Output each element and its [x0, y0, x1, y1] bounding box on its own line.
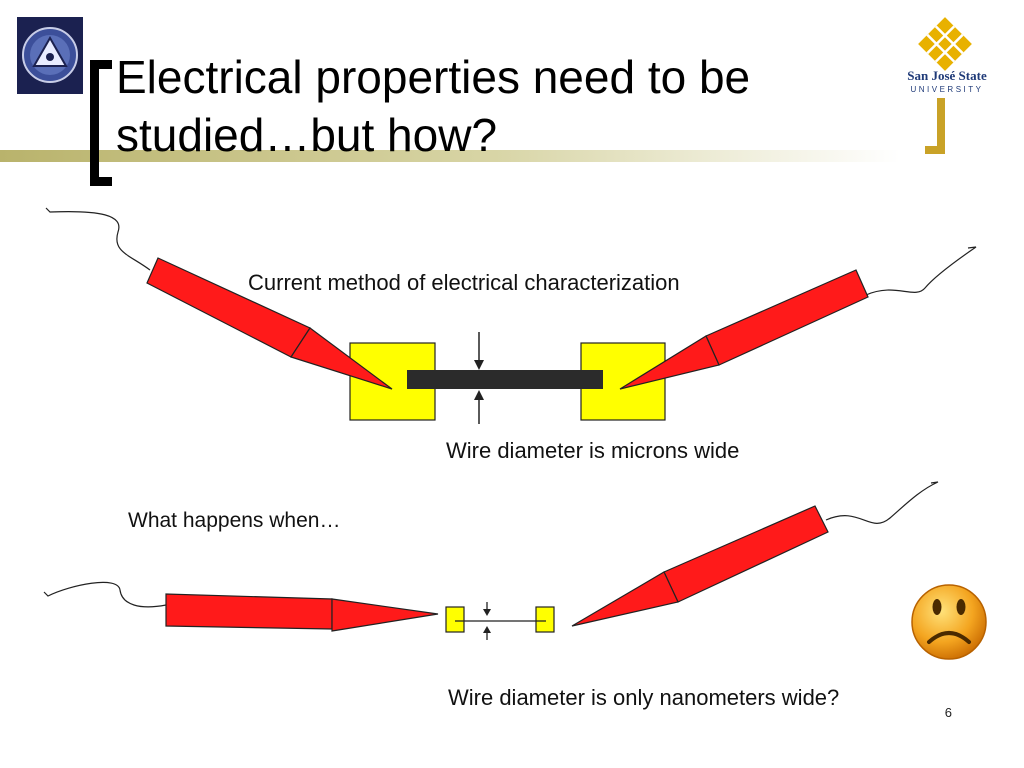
logo-text-line1: San José State: [907, 68, 987, 83]
cable-left-bottom: [43, 581, 167, 608]
diamond-lattice-icon: [918, 17, 972, 71]
bottom-diagram: [43, 481, 939, 640]
probe-left-top: [146, 257, 393, 390]
prompt-what-happens: What happens when…: [128, 509, 341, 532]
nano-pad-left: [445, 606, 465, 633]
sad-face-icon: [911, 584, 987, 660]
caption-current-method: Current method of electrical characteriz…: [248, 270, 680, 295]
top-diagram: [45, 207, 977, 424]
logo-text-line2: UNIVERSITY: [910, 85, 983, 94]
header-band: [0, 150, 900, 162]
page-number: 6: [944, 705, 952, 720]
left-bracket: [90, 60, 112, 186]
right-bracket: [925, 98, 945, 154]
nano-pad-right: [535, 606, 555, 633]
slide-title: Electrical properties need to be studied…: [116, 51, 751, 161]
microwire: [407, 370, 603, 389]
caption-nanometers: Wire diameter is only nanometers wide?: [448, 685, 840, 710]
caption-microns: Wire diameter is microns wide: [446, 438, 740, 463]
diameter-arrow-down: [474, 360, 484, 370]
probe-left-bottom: [165, 593, 439, 632]
nano-arrow-up: [483, 626, 491, 633]
cable-right-top: [865, 246, 977, 296]
cable-left-top: [45, 207, 151, 271]
cable-right-bottom: [825, 481, 939, 524]
probe-right-bottom: [571, 505, 829, 627]
society-seal-icon: [17, 17, 83, 94]
nano-arrow-down: [483, 609, 491, 616]
diameter-arrow-up: [474, 390, 484, 400]
probe-right-top: [619, 269, 869, 390]
